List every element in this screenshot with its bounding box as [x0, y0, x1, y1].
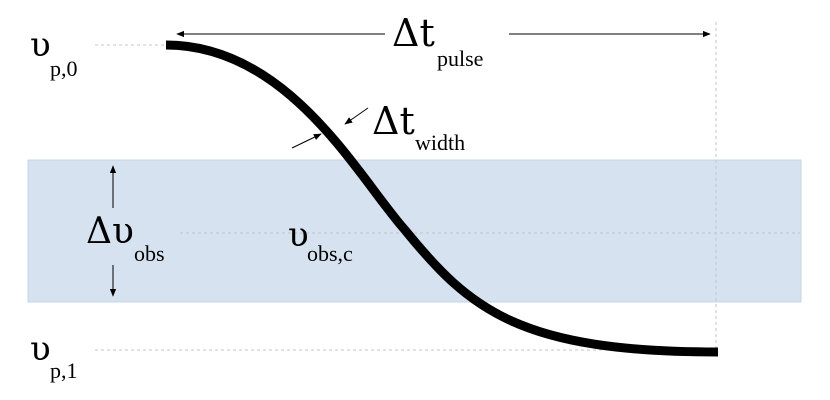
pulse-label-backdrop: [385, 14, 509, 70]
label-dt-width-subscript: width: [415, 130, 465, 155]
pulse-frequency-curve: [165, 40, 719, 357]
label-dt-pulse-subscript: pulse: [437, 46, 483, 71]
label-dv-obs-subscript: obs: [134, 241, 165, 266]
label-dt-pulse: Δt pulse: [392, 11, 483, 71]
width-arrow-upper: [344, 107, 369, 125]
label-dt-width: Δt width: [372, 99, 465, 155]
label-v-p1-symbol: υ: [30, 329, 51, 369]
label-dv-obs-symbol: Δυ: [86, 211, 134, 252]
label-v-obs-c: υ obs,c: [288, 215, 353, 266]
label-v-p1-subscript: p,1: [50, 358, 78, 383]
label-v-obs-c-subscript: obs,c: [307, 241, 353, 266]
label-dv-obs: Δυ obs: [86, 211, 165, 266]
width-arrow-lower: [291, 133, 322, 149]
label-v-obs-c-symbol: υ: [288, 215, 309, 255]
label-v-p0: υ p,0: [30, 25, 78, 81]
label-v-p0-symbol: υ: [30, 25, 51, 65]
label-dt-pulse-symbol: Δt: [392, 11, 435, 55]
label-dt-width-symbol: Δt: [372, 99, 415, 143]
observing-band: [27, 159, 802, 303]
label-v-p0-subscript: p,0: [50, 56, 78, 81]
label-v-p1: υ p,1: [30, 329, 78, 383]
